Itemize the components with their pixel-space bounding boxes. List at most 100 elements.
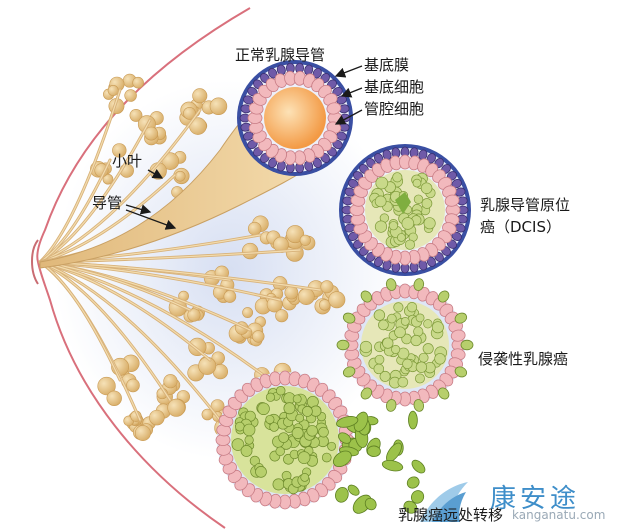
lobule-acinus bbox=[192, 88, 208, 104]
invasive-tumor-cell bbox=[413, 326, 424, 337]
lobule-acinus bbox=[209, 97, 228, 116]
detached-cell bbox=[347, 484, 360, 496]
invasive-tumor-cell bbox=[373, 309, 386, 321]
invading-cell bbox=[437, 290, 450, 303]
dcis-cross-section bbox=[339, 144, 471, 276]
lobule-acinus bbox=[201, 408, 214, 421]
duct-branch-highlight bbox=[39, 109, 201, 263]
invasive-tumor-cell bbox=[382, 337, 394, 349]
invasive-tumor-cell bbox=[434, 353, 446, 365]
metastatic-cell bbox=[265, 414, 275, 425]
detached-cell bbox=[410, 490, 425, 504]
lobule-acinus bbox=[174, 170, 186, 182]
detached-cell bbox=[381, 460, 404, 472]
invading-cell bbox=[413, 278, 425, 291]
dcis-tumor-cell bbox=[388, 221, 399, 231]
duct-branch-highlight bbox=[39, 261, 321, 291]
invading-cell bbox=[454, 312, 468, 324]
lobule-acinus bbox=[187, 308, 201, 322]
duct-branch-highlight bbox=[39, 261, 121, 381]
invading-cell bbox=[360, 387, 373, 400]
lobule-acinus bbox=[223, 290, 237, 303]
detached-cell bbox=[366, 445, 381, 458]
metastatic-cell bbox=[302, 406, 313, 417]
invasive-tumor-cell bbox=[373, 363, 385, 375]
metastatic-cell bbox=[275, 446, 285, 457]
metastasis-cluster bbox=[215, 370, 355, 510]
nipple bbox=[31, 239, 39, 285]
label-normal-duct: 正常乳腺导管 bbox=[235, 46, 326, 64]
lobule-acinus bbox=[134, 425, 151, 442]
lobule-acinus bbox=[242, 307, 254, 318]
metastatic-cell bbox=[249, 455, 260, 466]
detached-cell bbox=[338, 432, 352, 444]
invasive-cancer-cross-section bbox=[336, 278, 474, 412]
breast-outline bbox=[36, 7, 251, 529]
necrosis-fleck bbox=[395, 192, 411, 214]
invasive-tumor-cell bbox=[391, 344, 401, 354]
label-arrows bbox=[125, 65, 363, 230]
dcis-tumor-cell bbox=[374, 220, 388, 233]
luminal-cell bbox=[326, 102, 342, 115]
luminal-cell bbox=[444, 194, 460, 207]
metastatic-cell bbox=[257, 402, 270, 416]
dcis-tumor-cell bbox=[375, 176, 389, 190]
lobule-acinus bbox=[211, 351, 225, 365]
dcis-tumor-cell bbox=[374, 195, 387, 208]
watermark-text: 康安途 bbox=[490, 484, 581, 514]
dcis-tumor-cell bbox=[413, 194, 424, 205]
metastatic-cell bbox=[295, 413, 305, 423]
metastatic-cell bbox=[269, 422, 279, 432]
dcis-tumor-cell bbox=[392, 172, 403, 183]
invasive-tumor-cell bbox=[387, 313, 397, 324]
dcis-tumor-cell bbox=[420, 182, 433, 194]
basal-cell bbox=[336, 131, 347, 141]
metastatic-cell bbox=[291, 427, 304, 439]
invasive-tumor-cell bbox=[422, 343, 434, 355]
label-dcis-line2: 癌（DCIS） bbox=[480, 218, 561, 236]
normal-duct-cross-section bbox=[237, 60, 353, 176]
lobule-acinus bbox=[129, 108, 143, 122]
invading-cell bbox=[385, 399, 397, 412]
invading-cell bbox=[460, 339, 474, 351]
duct-branch-highlight bbox=[39, 89, 121, 263]
invasive-tumor-cell bbox=[418, 352, 429, 363]
label-luminal-cells: 管腔细胞 bbox=[364, 100, 425, 118]
detached-cell bbox=[408, 410, 418, 430]
invasive-tumor-cell bbox=[423, 319, 433, 329]
lobule-acinus bbox=[149, 409, 165, 426]
lobule-acinus bbox=[198, 356, 217, 375]
invading-cell bbox=[385, 278, 397, 291]
detached-cell bbox=[335, 486, 349, 503]
detached-cell bbox=[364, 497, 377, 511]
dcis-tumor-cell bbox=[421, 198, 433, 209]
metastatic-cell bbox=[231, 438, 245, 451]
metastatic-cell bbox=[318, 426, 329, 438]
metastatic-cell bbox=[272, 478, 285, 491]
lobule-acinus bbox=[247, 221, 262, 236]
detached-cell bbox=[406, 476, 420, 489]
basal-cell bbox=[243, 131, 254, 141]
invading-cell bbox=[342, 312, 356, 324]
invasive-tumor-cell bbox=[400, 317, 410, 326]
metastatic-cell bbox=[276, 386, 286, 396]
duct-lumen bbox=[264, 87, 326, 149]
metastatic-cell bbox=[244, 435, 254, 445]
lobule-acinus bbox=[126, 378, 140, 393]
dcis-tumor-cell bbox=[412, 178, 422, 188]
metastatic-cell bbox=[300, 473, 310, 482]
invasive-tumor-cell bbox=[359, 340, 373, 354]
metastatic-cell bbox=[265, 392, 276, 402]
detached-cell bbox=[411, 459, 426, 474]
dcis-tumor-cell bbox=[404, 239, 416, 250]
duct-branch-highlight bbox=[39, 261, 271, 381]
metastatic-cell bbox=[321, 452, 332, 463]
dcis-tumor-cell bbox=[401, 217, 415, 230]
boundary-cell bbox=[450, 329, 466, 342]
invasive-tumor-cell bbox=[374, 354, 385, 365]
invasive-tumor-cell bbox=[415, 373, 425, 384]
label-lobule: 小叶 bbox=[112, 152, 143, 170]
label-basement-membrane: 基底膜 bbox=[364, 56, 410, 74]
